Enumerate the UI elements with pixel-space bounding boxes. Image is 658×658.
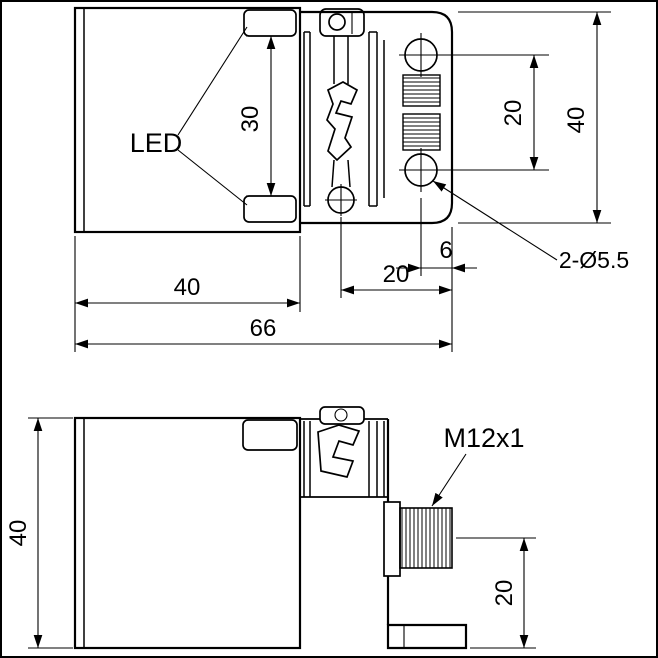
clamp-lever xyxy=(326,81,359,162)
connector-size-label: M12x1 xyxy=(443,423,524,453)
dim-label-66-overall: 66 xyxy=(250,315,277,342)
dim-label-20-holes: 20 xyxy=(500,100,527,127)
dim-label-40-height: 40 xyxy=(563,107,590,134)
led-callout: LED xyxy=(130,26,248,206)
connector-thread-top xyxy=(402,74,441,151)
dim-20-bracket-width: 20 xyxy=(340,217,453,298)
sensor-body-side xyxy=(73,416,302,650)
dim-20-hole-spacing: 20 xyxy=(443,54,549,171)
led-window-side xyxy=(242,419,298,451)
clamp-top-tab-side xyxy=(319,406,365,425)
holes-leader xyxy=(432,180,558,261)
dim-30: 30 xyxy=(237,35,284,197)
connector-thread-side xyxy=(399,507,453,569)
callout-holes: 2-Ø5.5 xyxy=(432,180,629,273)
connector-flange xyxy=(383,501,401,577)
callout-connector: M12x1 xyxy=(431,423,525,507)
holes-callout-label: 2-Ø5.5 xyxy=(559,247,629,273)
side-dim-label-40: 40 xyxy=(5,520,32,547)
mounting-hole-top xyxy=(399,33,443,77)
side-dim-label-20: 20 xyxy=(491,580,518,607)
bracket-foot xyxy=(386,623,468,650)
clamp-mechanism-side xyxy=(300,406,388,498)
dim-label-6: 6 xyxy=(439,237,452,264)
dim-label-20-bracket: 20 xyxy=(383,261,410,288)
clamp-lever-side xyxy=(317,424,361,478)
side-view: M12x1 20 40 xyxy=(5,406,536,650)
mounting-hole-bottom xyxy=(399,148,443,192)
dim-40-body-width: 40 xyxy=(74,236,301,312)
dim-label-40-body: 40 xyxy=(174,274,201,301)
clamp-mechanism-top xyxy=(303,8,385,216)
dim-label-30: 30 xyxy=(237,106,264,133)
dim-66-overall-length: 66 xyxy=(74,298,453,352)
connector-leader xyxy=(431,453,467,507)
clamp-top-box xyxy=(319,8,365,37)
mounting-bracket-side xyxy=(383,419,468,650)
dim-40-bracket-height: 40 xyxy=(458,11,611,224)
mounting-bracket-top xyxy=(300,10,454,225)
dim-40-body-height: 40 xyxy=(5,417,73,649)
led-leader-bottom xyxy=(177,149,248,206)
led-label: LED xyxy=(130,128,183,158)
led-leader-top xyxy=(177,26,248,136)
dim-20-connector-height: 20 xyxy=(456,537,536,649)
dim-6-hole-offset: 6 xyxy=(396,198,477,276)
top-view: LED 30 20 40 xyxy=(73,6,629,352)
